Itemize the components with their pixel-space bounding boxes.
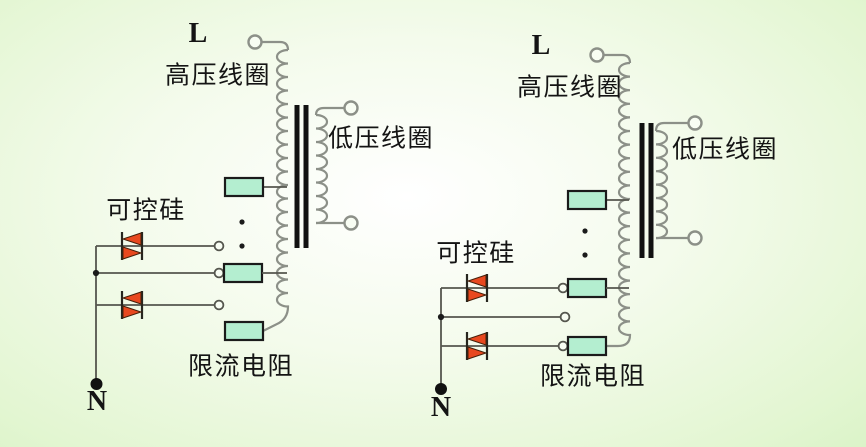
right-neutral-label: N: [430, 392, 452, 423]
thyristor-icon: [120, 291, 144, 319]
left-live-label: L: [188, 18, 208, 49]
right-lv-coil-label: 低压线圈: [671, 136, 779, 164]
lv-top-lead: [314, 106, 345, 116]
transformer-core: [639, 123, 654, 258]
lv-terminal-bottom-icon: [687, 230, 703, 246]
lv-terminal-top-icon: [687, 115, 703, 131]
hv-top-lead: [603, 53, 632, 64]
tap-resistor: [223, 176, 265, 198]
lv-winding: [655, 129, 669, 240]
right-circuit: [435, 47, 703, 395]
live-terminal-icon: [247, 34, 263, 50]
left-circuit: [90, 34, 359, 390]
lv-winding: [315, 113, 329, 225]
tap-resistor: [223, 320, 265, 342]
left-thyristor-label: 可控硅: [106, 197, 186, 225]
lv-terminal-top-icon: [343, 100, 359, 116]
right-hv-coil-label: 高压线圈: [516, 74, 624, 102]
tap-resistor: [566, 335, 608, 357]
hv-winding: [606, 61, 632, 348]
junction-dot: [437, 313, 445, 321]
tap-terminal-icon: [557, 340, 569, 352]
tap-terminal-icon: [213, 240, 225, 252]
right-live-label: L: [531, 30, 551, 61]
tap-ellipsis-dot: [582, 228, 588, 234]
tap-resistor: [566, 277, 608, 299]
tap-ellipsis-dot: [239, 219, 245, 225]
hv-winding: [262, 48, 290, 332]
transformer-core: [294, 105, 309, 248]
live-terminal-icon: [589, 47, 605, 63]
tap-terminal-icon: [559, 311, 571, 323]
lv-top-lead: [654, 121, 688, 132]
left-hv-coil-label: 高压线圈: [164, 62, 272, 90]
neutral-dot: [435, 383, 447, 395]
tap-resistor: [222, 262, 264, 284]
tap-terminal-icon: [557, 282, 569, 294]
left-neutral-label: N: [86, 386, 108, 417]
lv-terminal-bottom-icon: [343, 215, 359, 231]
thyristor-icon: [465, 274, 489, 302]
right-resistor-label: 限流电阻: [539, 363, 647, 391]
neutral-dot: [90, 378, 103, 390]
tap-ellipsis-dot: [582, 252, 588, 258]
hv-top-lead: [261, 40, 290, 51]
thyristor-icon: [120, 232, 144, 260]
junction-dot: [92, 269, 100, 277]
tap-ellipsis-dot: [239, 243, 245, 249]
left-lv-coil-label: 低压线圈: [327, 125, 435, 153]
right-thyristor-label: 可控硅: [436, 240, 516, 268]
tap-resistor: [566, 189, 608, 211]
left-resistor-label: 限流电阻: [187, 353, 295, 381]
tap-terminal-icon: [213, 299, 225, 311]
tap-terminal-icon: [213, 267, 225, 279]
thyristor-icon: [465, 332, 489, 360]
